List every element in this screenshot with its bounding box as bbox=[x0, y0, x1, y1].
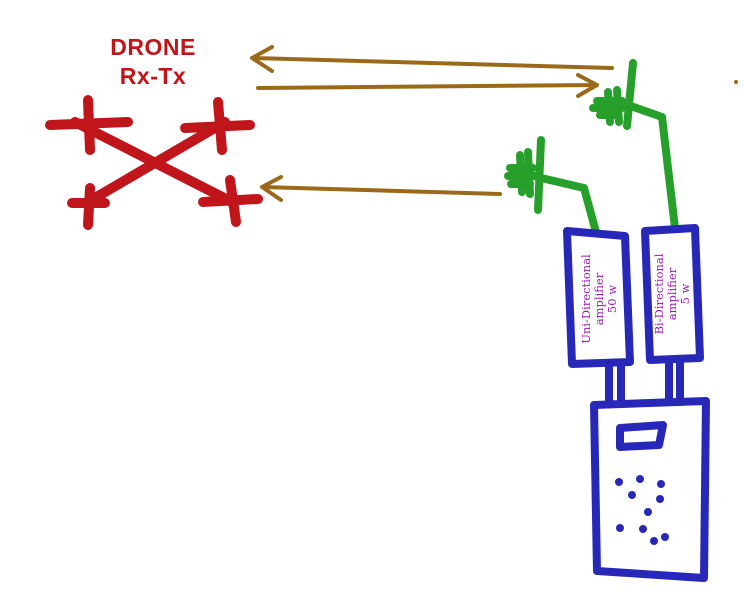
antenna-uni-cable bbox=[533, 173, 600, 236]
antenna-bi-element bbox=[613, 86, 623, 126]
drone-title: DRONE bbox=[110, 34, 196, 60]
antenna-uni-element bbox=[516, 151, 526, 196]
drone-arm-b bbox=[83, 117, 230, 207]
arrow-to-drone-bottom bbox=[260, 175, 502, 202]
arrow-to-drone-top bbox=[250, 45, 614, 73]
uni-amplifier-box bbox=[563, 227, 634, 368]
arrow-from-drone bbox=[256, 73, 599, 98]
antenna-bi-cable bbox=[618, 99, 679, 232]
keypad-button bbox=[639, 525, 647, 533]
bi-amplifier-type: Bi-Directional bbox=[651, 253, 666, 335]
keypad-button bbox=[628, 491, 636, 499]
bi-amplifier-label: Bi-Directional amplifier 5 w bbox=[652, 239, 692, 349]
bi-amplifier-box bbox=[641, 224, 704, 364]
uni-amplifier-type: Uni-Directional bbox=[578, 254, 593, 344]
rotor-top-right-cross bbox=[213, 97, 227, 155]
rotor-bottom-left-cross bbox=[83, 183, 95, 230]
drone-icon bbox=[45, 95, 263, 230]
keypad-button bbox=[615, 478, 623, 486]
radio-body bbox=[590, 397, 710, 582]
rotor-top-left-cross bbox=[83, 95, 95, 155]
keypad-button bbox=[661, 533, 669, 541]
signal-arrows bbox=[250, 45, 614, 202]
keypad-button bbox=[650, 537, 658, 545]
keypad-button bbox=[656, 495, 664, 503]
rotor-bottom-right-cross bbox=[225, 175, 241, 227]
radio-keypad bbox=[615, 475, 669, 545]
keypad-button bbox=[616, 524, 624, 532]
uni-amplifier-word: amplifier bbox=[591, 272, 606, 326]
keypad-button bbox=[636, 475, 644, 483]
bi-amplifier-power: 5 w bbox=[677, 283, 692, 305]
uni-amplifier-label: Uni-Directional amplifier 50 w bbox=[579, 244, 619, 354]
antenna-bi-mast bbox=[623, 59, 637, 130]
stray-dot bbox=[734, 80, 738, 84]
radio-screen bbox=[616, 421, 667, 451]
bi-amplifier-word: amplifier bbox=[664, 267, 679, 321]
radio-device-icon bbox=[563, 224, 710, 582]
keypad-button bbox=[657, 480, 665, 488]
uni-amplifier-power: 50 w bbox=[604, 284, 619, 314]
antenna-icon bbox=[504, 59, 679, 236]
antenna-bi-element bbox=[604, 88, 614, 126]
drone-subtitle: Rx-Tx bbox=[119, 63, 187, 89]
antenna-uni-element bbox=[524, 148, 534, 198]
keypad-button bbox=[644, 508, 652, 516]
